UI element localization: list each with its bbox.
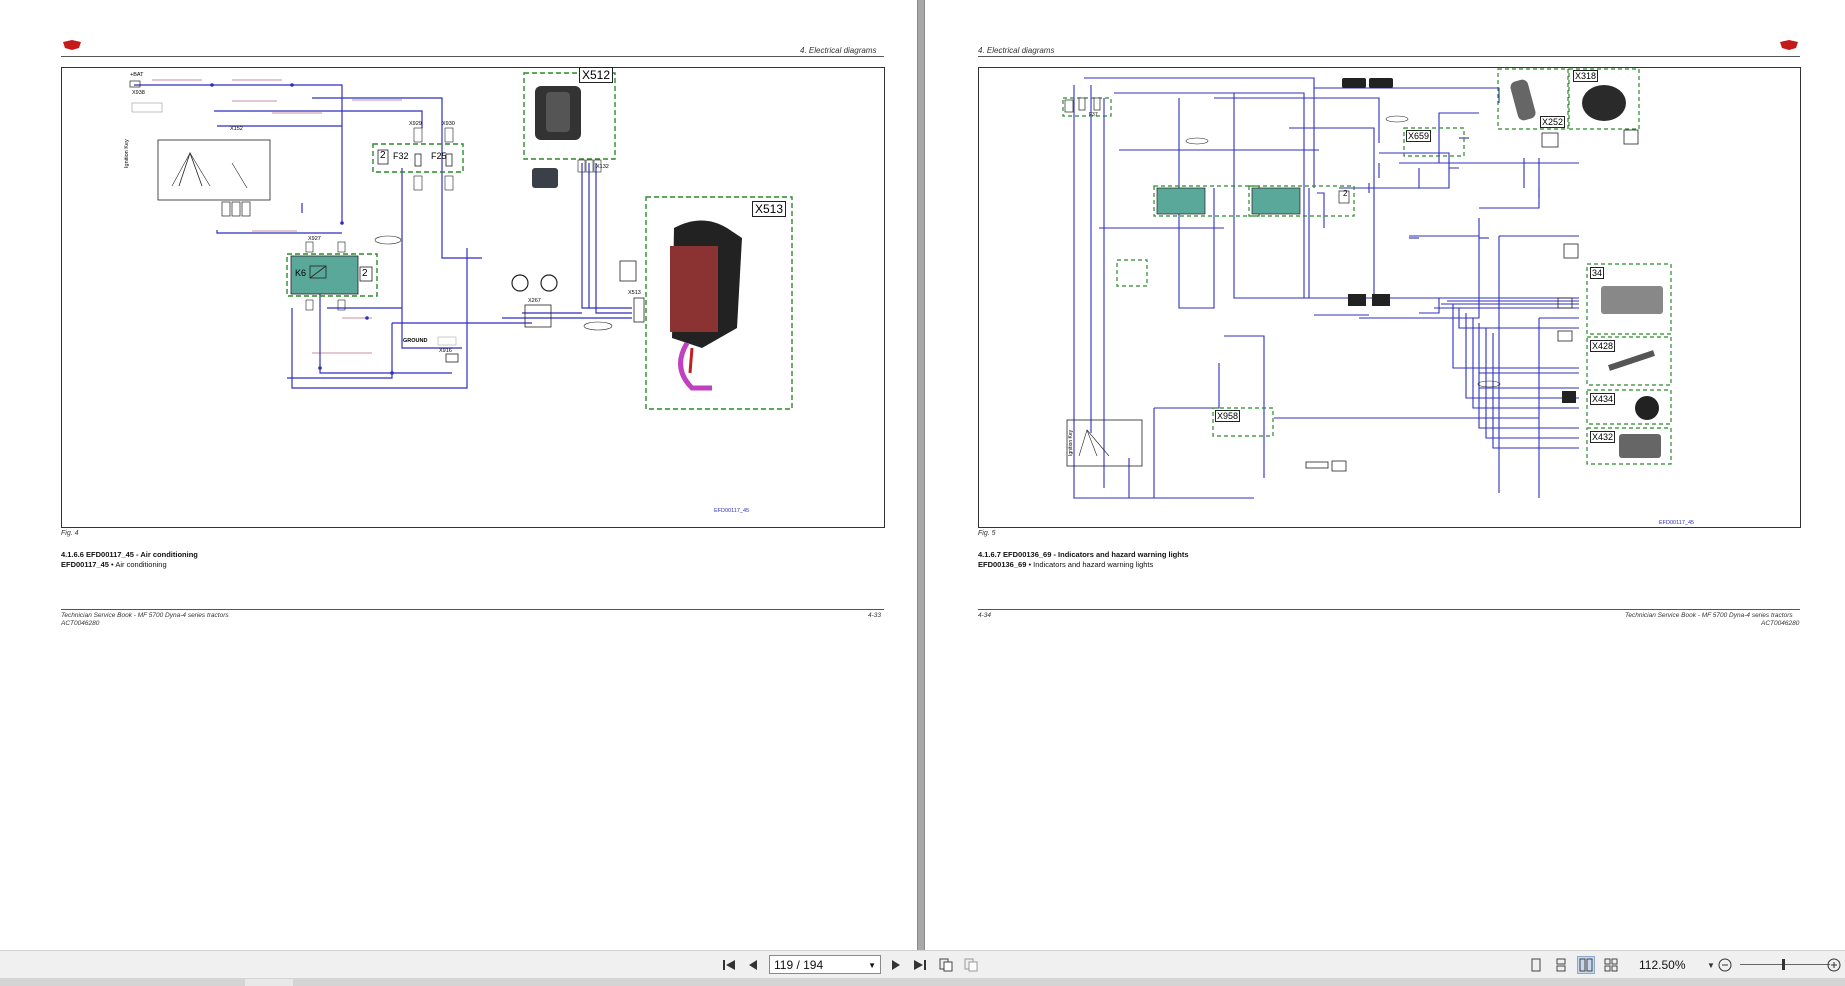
label-34: 34 bbox=[1590, 267, 1605, 279]
label-x958: X958 bbox=[1215, 410, 1241, 422]
wiring-diagram-air-conditioning: X512 X513 F32 F25 2 K6 2 +BAT X938 Ignit… bbox=[61, 67, 885, 528]
single-page-icon bbox=[1531, 958, 1541, 972]
label-ignition-key: Ignition Key bbox=[124, 139, 130, 168]
section-subtitle: EFD00117_45 • Air conditioning bbox=[61, 560, 167, 569]
two-page-continuous-button[interactable] bbox=[1602, 956, 1620, 974]
label-relay-group: 2 bbox=[362, 268, 368, 279]
mf-logo-icon bbox=[1780, 40, 1798, 50]
last-page-button[interactable] bbox=[911, 956, 929, 974]
label-fuse-group: 2 bbox=[380, 150, 386, 161]
prev-page-icon bbox=[749, 960, 757, 970]
two-page-icon bbox=[1579, 958, 1593, 972]
chevron-down-icon: ▼ bbox=[1707, 960, 1715, 970]
zoom-in-icon bbox=[1827, 958, 1841, 972]
label-x434: X434 bbox=[1590, 393, 1616, 405]
copy-page-icon bbox=[939, 958, 953, 972]
zoom-slider[interactable] bbox=[1740, 959, 1830, 970]
horizontal-scrollbar[interactable] bbox=[0, 978, 1845, 986]
footer-doc: ACT0046280 bbox=[61, 620, 100, 627]
zoom-out-icon bbox=[1718, 958, 1732, 972]
label-f32: F32 bbox=[393, 151, 409, 161]
page-header: 4. Electrical diagrams bbox=[800, 46, 877, 55]
two-page-continuous-icon bbox=[1604, 958, 1618, 972]
single-page-view-button[interactable] bbox=[1527, 956, 1545, 974]
continuous-page-icon bbox=[1556, 958, 1566, 972]
footer-rule bbox=[61, 609, 884, 610]
continuous-view-button[interactable] bbox=[1552, 956, 1570, 974]
first-page-icon bbox=[723, 960, 735, 970]
page-header: 4. Electrical diagrams bbox=[978, 46, 1055, 55]
footer-doc: ACT0046280 bbox=[1761, 620, 1800, 627]
label-x132: X132 bbox=[596, 164, 609, 170]
zoom-in-button[interactable] bbox=[1825, 956, 1843, 974]
viewer-toolbar: 119 / 194 ▼ 112.50% ▼ bbox=[0, 950, 1845, 979]
page-number: 4-34 bbox=[978, 612, 992, 619]
zoom-out-button[interactable] bbox=[1716, 956, 1734, 974]
diagram-ref: EFD00117_45 bbox=[1659, 520, 1695, 526]
first-page-button[interactable] bbox=[720, 956, 738, 974]
label-ground: GROUND bbox=[403, 338, 428, 344]
label-x152: X152 bbox=[230, 126, 243, 132]
chevron-down-icon[interactable]: ▼ bbox=[868, 961, 876, 970]
next-page-button[interactable] bbox=[887, 956, 905, 974]
page-number-value: 119 / 194 bbox=[774, 958, 824, 972]
paste-page-icon bbox=[964, 958, 978, 972]
next-page-icon bbox=[892, 960, 900, 970]
section-title: 4.1.6.6 EFD00117_45 - Air conditioning bbox=[61, 550, 198, 559]
label-k6: K6 bbox=[295, 268, 307, 278]
two-page-view-button[interactable] bbox=[1577, 956, 1595, 974]
zoom-dropdown[interactable]: ▼ bbox=[1702, 956, 1720, 974]
label-f37: F37 bbox=[1089, 112, 1098, 118]
header-rule bbox=[61, 56, 884, 57]
fig-label: Fig. 5 bbox=[978, 530, 996, 537]
scrollbar-thumb[interactable] bbox=[245, 979, 293, 986]
mf-logo-icon bbox=[63, 40, 81, 50]
last-page-icon bbox=[914, 960, 926, 970]
label-x252: X252 bbox=[1540, 116, 1566, 128]
zoom-slider-handle[interactable] bbox=[1782, 959, 1785, 970]
label-x929: X929 bbox=[409, 121, 422, 127]
diagram-ref: EFD00117_45 bbox=[714, 508, 750, 514]
page-number: 4-33 bbox=[868, 612, 882, 619]
copy-page-button[interactable] bbox=[937, 956, 955, 974]
page-right: 4. Electrical diagrams bbox=[925, 0, 1845, 950]
label-x930: X930 bbox=[442, 121, 455, 127]
section-subtitle: EFD00136_69 • Indicators and hazard warn… bbox=[978, 560, 1154, 569]
label-x428: X428 bbox=[1590, 340, 1616, 352]
label-x318: X318 bbox=[1573, 70, 1599, 82]
page-divider bbox=[917, 0, 925, 950]
label-x916: X916 bbox=[439, 348, 452, 354]
prev-page-button[interactable] bbox=[744, 956, 762, 974]
label-bat: +BAT bbox=[130, 72, 144, 78]
footer-title: Technician Service Book - MF 5700 Dyna-4… bbox=[61, 612, 229, 619]
label-x513: X513 bbox=[752, 201, 787, 217]
footer-rule bbox=[978, 609, 1800, 610]
section-title: 4.1.6.7 EFD00136_69 - Indicators and haz… bbox=[978, 550, 1189, 559]
label-x267: X267 bbox=[528, 298, 541, 304]
footer-title: Technician Service Book - MF 5700 Dyna-4… bbox=[1625, 612, 1793, 619]
label-x432: X432 bbox=[1590, 431, 1616, 443]
paste-page-button[interactable] bbox=[962, 956, 980, 974]
label-x938: X938 bbox=[132, 90, 145, 96]
label-group: 2 bbox=[1343, 189, 1348, 198]
label-f25: F25 bbox=[431, 151, 447, 161]
header-rule bbox=[978, 56, 1800, 57]
label-x659: X659 bbox=[1406, 130, 1432, 142]
label-x512: X512 bbox=[579, 67, 614, 83]
label-x513-connector: X513 bbox=[628, 290, 641, 296]
fig-label: Fig. 4 bbox=[61, 530, 79, 537]
label-x927: X927 bbox=[308, 236, 321, 242]
page-number-field[interactable]: 119 / 194 ▼ bbox=[769, 955, 881, 974]
wiring-diagram-indicators-hazard: X318 X252 X659 X428 X434 X432 X958 34 F3… bbox=[978, 67, 1801, 528]
zoom-level[interactable]: 112.50% bbox=[1639, 958, 1686, 972]
page-left: 4. Electrical diagrams bbox=[0, 0, 917, 950]
document-viewer[interactable]: 4. Electrical diagrams bbox=[0, 0, 1845, 950]
label-ignition-key: Ignition Key bbox=[1068, 429, 1074, 456]
